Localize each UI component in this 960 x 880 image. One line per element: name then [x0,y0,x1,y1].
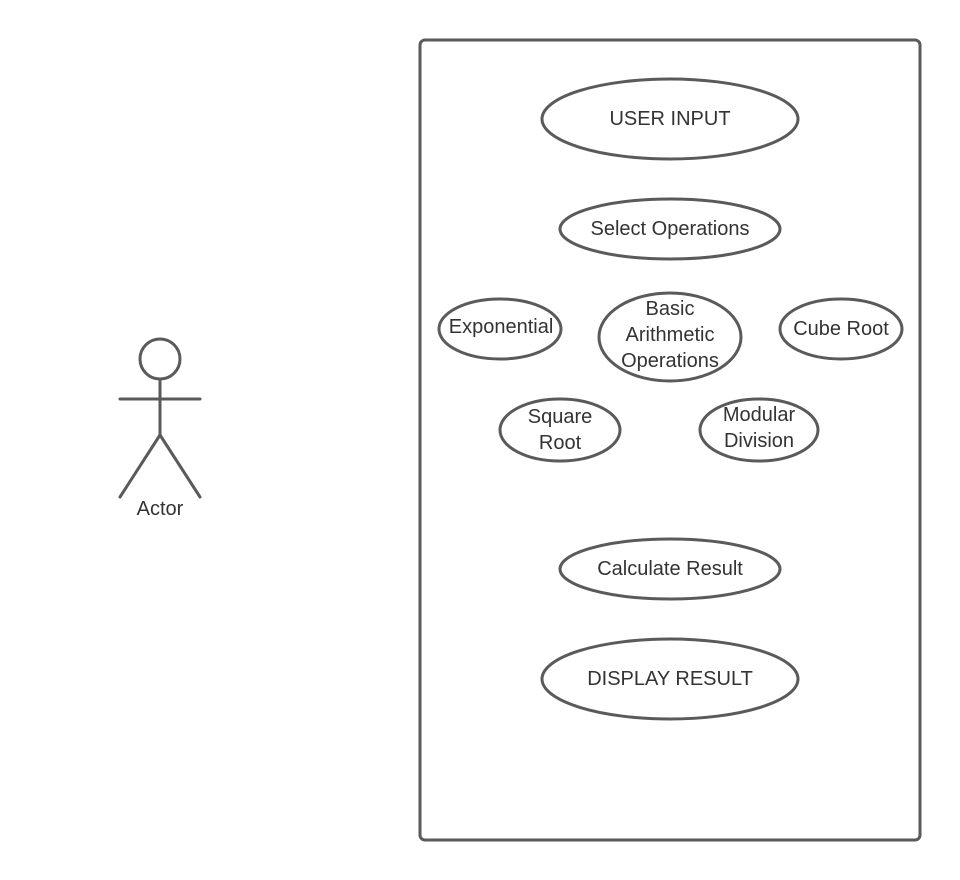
use-case-select-operations[interactable]: Select Operations [558,197,782,261]
use-case-ellipse [540,77,800,161]
use-case-ellipse [558,537,782,601]
use-case-cube-root[interactable]: Cube Root [778,297,904,361]
actor[interactable]: Actor [118,337,202,520]
actor-right-leg [158,433,202,499]
use-case-ellipse [698,397,820,463]
use-case-calculate-result[interactable]: Calculate Result [558,537,782,601]
use-case-label-line-1: Basic [646,298,695,320]
use-case-label-line-3: Operations [621,350,719,372]
use-case-label-line-1: Modular [723,404,796,426]
use-case-display-result[interactable]: DISPLAY RESULT [540,637,800,721]
use-case-label: DISPLAY RESULT [587,668,753,690]
use-case-basic-arithmetic[interactable]: Basic Arithmetic Operations [597,291,743,383]
use-case-ellipse [437,297,563,361]
use-case-label-line-2: Arithmetic [626,324,715,346]
use-case-label-line-1: Square [528,406,593,428]
use-case-label: Calculate Result [597,558,743,580]
use-case-label: Select Operations [591,218,750,240]
actor-left-leg [118,433,162,499]
actor-head [138,337,182,381]
use-case-ellipse [558,197,782,261]
use-case-ellipse [597,291,743,383]
use-case-label: USER INPUT [609,108,730,130]
use-case-label: Exponential [449,316,554,338]
use-case-label-line-2: Root [539,432,582,454]
use-case-label: Cube Root [793,318,889,340]
use-case-ellipse [778,297,904,361]
use-case-square-root[interactable]: Square Root [498,397,622,463]
actor-label: Actor [137,498,184,520]
use-case-label-line-2: Division [724,430,794,452]
use-case-user-input[interactable]: USER INPUT [540,77,800,161]
use-case-ellipse [498,397,622,463]
use-case-exponential[interactable]: Exponential [437,297,563,361]
use-case-ellipse [540,637,800,721]
system-boundary [418,38,922,842]
use-case-modular-division[interactable]: Modular Division [698,397,820,463]
